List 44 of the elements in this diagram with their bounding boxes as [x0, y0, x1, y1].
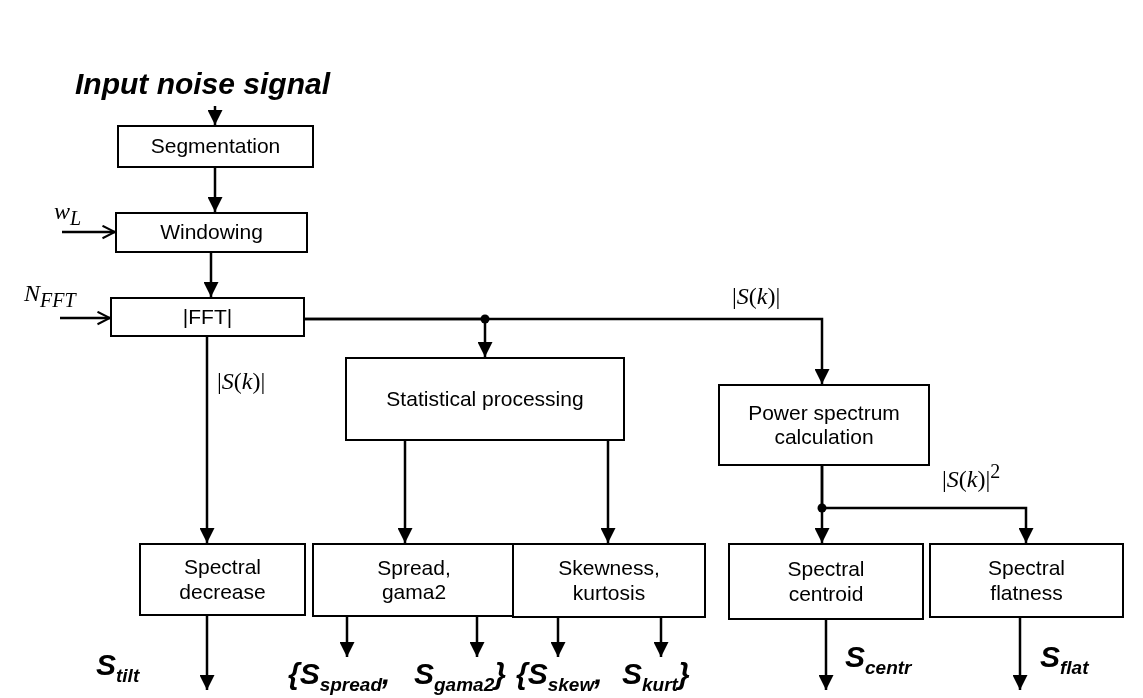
box-label: Statistical processing [385, 386, 585, 412]
output-label: S$_{tilt}$ [96, 648, 140, 687]
arrow [600, 441, 616, 543]
process-box [345, 357, 625, 441]
output-arrow [199, 616, 215, 690]
arrow [199, 337, 215, 543]
process-box [718, 384, 930, 466]
process-box [512, 543, 706, 618]
output-arrow [818, 620, 834, 690]
arrow [203, 253, 219, 297]
box-label: |FFT| [181, 304, 234, 330]
input-arrow [62, 224, 116, 240]
arrow [550, 618, 566, 657]
box-label: Spectral flatness [986, 556, 1066, 605]
signal-label: {S$_{spread}$, [288, 657, 391, 696]
arrow [469, 617, 485, 657]
process-box [139, 543, 306, 616]
box-label: Skewness, kurtosis [557, 556, 661, 605]
process-box [115, 212, 308, 253]
arrow [305, 317, 830, 384]
box-label: Power spectrum calculation [747, 400, 901, 450]
output-label: S$_{centr}$ [845, 640, 912, 679]
process-box [929, 543, 1124, 618]
signal-label: {S$_{skew}$, [516, 657, 603, 696]
output-label: S$_{flat}$ [1040, 640, 1089, 679]
box-label: Spectral decrease [178, 555, 267, 604]
signal-label: S$_{kurt}$} [622, 657, 690, 696]
box-label: Segmentation [149, 134, 282, 159]
input-arrow [60, 310, 111, 326]
box-label: Windowing [159, 220, 264, 245]
box-label: Spread, gama2 [376, 555, 452, 605]
box-label: Spectral centroid [786, 557, 866, 606]
arrow [207, 168, 223, 212]
process-box [117, 125, 314, 168]
signal-label: Input noise signal [74, 66, 332, 102]
arrow [339, 617, 355, 657]
arrow [397, 441, 413, 543]
arrow [207, 106, 223, 125]
signal-label: S$_{gama2}$} [414, 657, 506, 696]
arrow [653, 618, 669, 657]
arrow [820, 466, 1034, 543]
output-arrow [1012, 618, 1028, 690]
process-box [110, 297, 305, 337]
process-box [728, 543, 924, 620]
